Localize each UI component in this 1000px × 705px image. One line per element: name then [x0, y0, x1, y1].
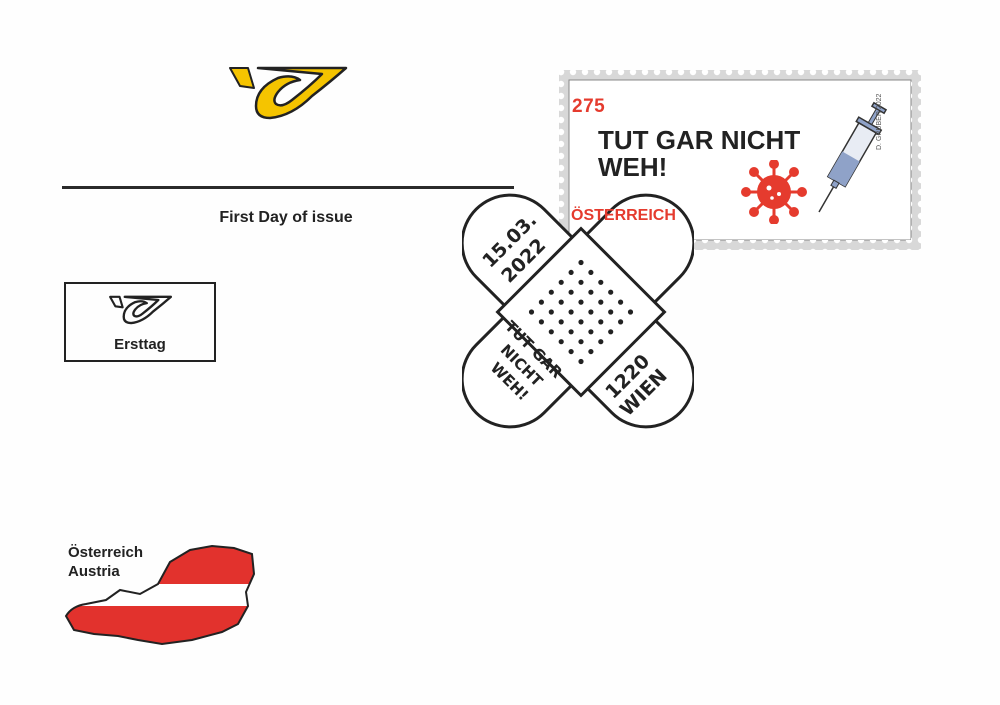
- stamp-country: ÖSTERREICH: [571, 207, 676, 224]
- virus-icon: [741, 160, 807, 224]
- postmark: 15.03. 2022 TUT GAR NICHT WEH! 1220 WIEN: [462, 193, 694, 429]
- post-horn-icon: [229, 66, 348, 120]
- country-label: Österreich Austria: [68, 543, 143, 581]
- syringe-icon: [818, 101, 888, 213]
- ersttag-label: Ersttag: [114, 336, 166, 353]
- header-rule: [62, 186, 514, 189]
- post-horn-icon: [109, 295, 173, 325]
- country-de: Österreich: [68, 544, 144, 561]
- austria-map-icon: [64, 544, 256, 646]
- stamp-designer: D. GRUBER 2022: [876, 90, 883, 150]
- ersttag-box: Ersttag: [64, 282, 216, 362]
- stamp-title-line2: WEH!: [598, 152, 668, 182]
- bandage-pad-dots: [528, 259, 634, 365]
- stamp-designer-name: D. GRUBER: [876, 111, 883, 150]
- stamp-title-line1: TUT GAR NICHT: [598, 125, 801, 155]
- stamp-title: TUT GAR NICHT WEH!: [598, 127, 800, 181]
- stamp-value: 275: [572, 96, 606, 117]
- first-day-label: First Day of issue: [219, 209, 353, 226]
- stamp-year: 2022: [876, 93, 883, 110]
- country-en: Austria: [68, 563, 120, 580]
